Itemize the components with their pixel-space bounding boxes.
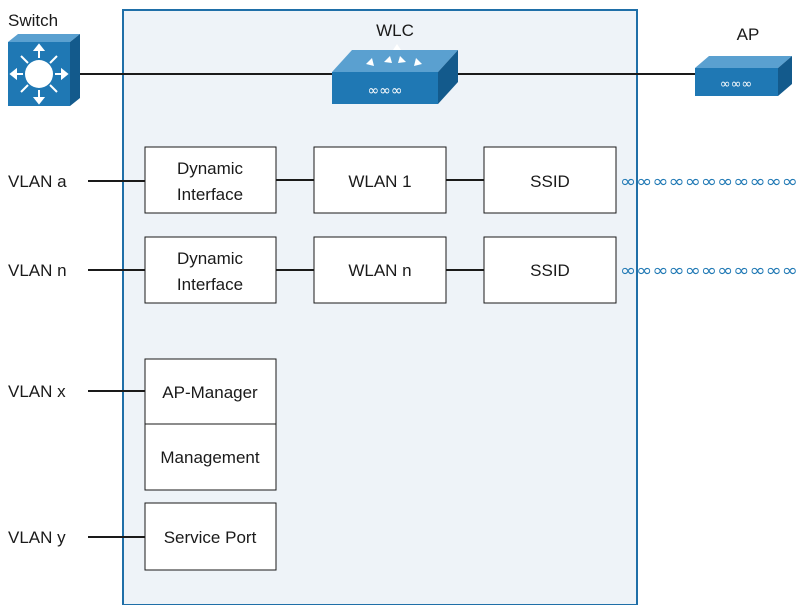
ssid-2-box: [483, 236, 617, 304]
ssid-1-label: SSID: [530, 172, 570, 191]
dynamic-interface-1-box: [144, 146, 277, 214]
wlan-n-label: WLAN n: [348, 261, 411, 280]
service-port-box: [144, 502, 277, 571]
svg-text:∞∞∞: ∞∞∞: [720, 77, 753, 92]
ssid-1-box: [483, 146, 617, 214]
ap-label: AP: [737, 25, 760, 44]
vlan-n-label: VLAN n: [8, 261, 67, 280]
switch-label: Switch: [8, 11, 58, 30]
ap-icon: ∞∞∞: [695, 56, 792, 96]
ssid-2-label: SSID: [530, 261, 570, 280]
wireless-signal-1: ∞∞∞∞∞∞∞∞∞∞∞: [620, 172, 798, 192]
ap-manager-box: [144, 358, 277, 425]
dynamic-interface-1-line2: Interface: [177, 185, 243, 204]
management-label: Management: [160, 448, 260, 467]
dynamic-interface-2-line2: Interface: [177, 275, 243, 294]
service-port-label: Service Port: [164, 528, 257, 547]
vlan-y-label: VLAN y: [8, 528, 66, 547]
wireless-signal-2: ∞∞∞∞∞∞∞∞∞∞∞: [620, 261, 798, 281]
switch-icon: [8, 34, 80, 106]
wlan-n-box: [313, 236, 447, 304]
management-box: [144, 423, 277, 491]
wlan-1-box: [313, 146, 447, 214]
wlc-label: WLC: [376, 21, 414, 40]
ap-manager-label: AP-Manager: [162, 383, 258, 402]
vlan-x-label: VLAN x: [8, 382, 66, 401]
wlc-device-icon: ∞∞∞: [332, 44, 458, 104]
dynamic-interface-2-box: [144, 236, 277, 304]
vlan-a-label: VLAN a: [8, 172, 67, 191]
dynamic-interface-2-line1: Dynamic: [177, 249, 244, 268]
svg-text:∞∞∞: ∞∞∞: [368, 83, 403, 99]
dynamic-interface-1-line1: Dynamic: [177, 159, 244, 178]
wlan-1-label: WLAN 1: [348, 172, 411, 191]
